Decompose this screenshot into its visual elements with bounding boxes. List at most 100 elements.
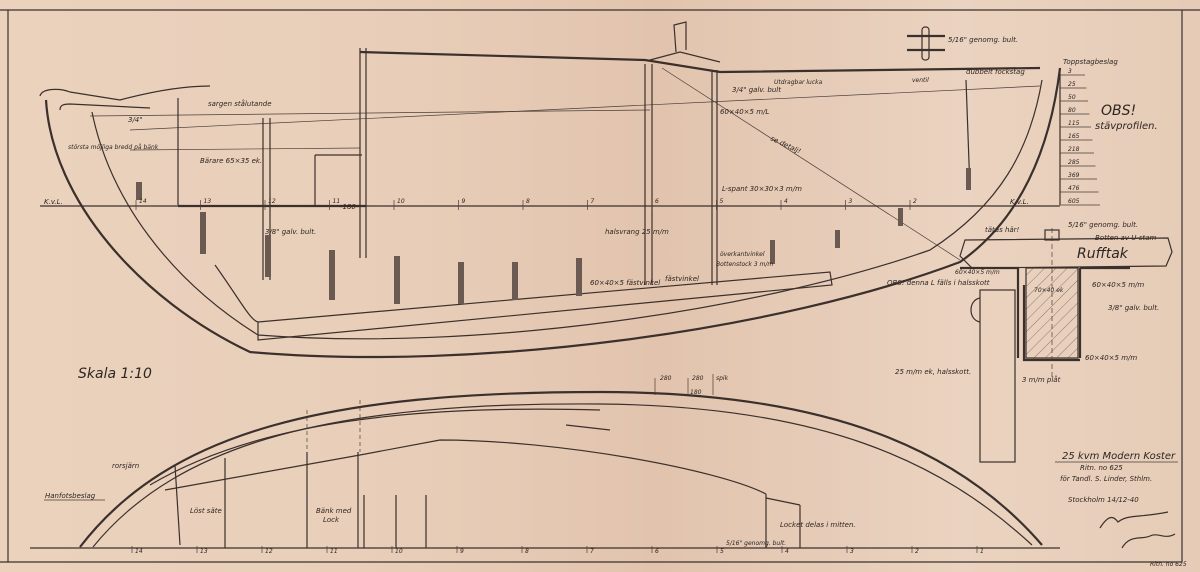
- angle-bottom-note: 60×40×5 m/m: [1085, 354, 1137, 362]
- dimension-280-a: 280: [660, 375, 672, 382]
- stem-offset-value: 369: [1068, 172, 1080, 179]
- dimension-180: -180-: [340, 203, 359, 211]
- seal-note: tätas här!: [985, 226, 1020, 234]
- stem-offset-value: 3: [1068, 68, 1072, 75]
- station-label: 10: [397, 198, 405, 205]
- lwl-label-right: K.v.L.: [1010, 198, 1029, 206]
- plan-station-label: 2: [915, 548, 919, 555]
- bench-width-note: största möjliga bredd på bänk: [68, 144, 159, 151]
- sheet-border: [0, 9, 1200, 563]
- drawing-number: Ritn. no 625: [1080, 464, 1123, 472]
- plan-station-label: 9: [460, 548, 464, 555]
- u-channel-note: Botten av U-stam: [1095, 234, 1157, 242]
- plate-note: 3 m/m plåt: [1022, 375, 1061, 384]
- forestay-note: dubbelt fockstag: [966, 68, 1025, 76]
- galv-bolt-note: 3/8" galv. bult.: [1108, 304, 1159, 312]
- plan-station-label: 7: [590, 548, 594, 555]
- plan-station-label: 5: [720, 548, 724, 555]
- angle-right-note: 60×40×5 m/m: [1092, 281, 1144, 289]
- fastvinkel-note-2: fästvinkel: [665, 275, 699, 283]
- dimension-280-b: 280: [692, 375, 704, 382]
- ventil-note: ventil: [912, 77, 929, 84]
- plan-station-label: 10: [395, 548, 403, 555]
- place-date: Stockholm 14/12-40: [1068, 496, 1139, 504]
- sheer-note: sargen stålutande: [208, 99, 272, 108]
- angle-note: 60×40×5 m/L: [720, 108, 769, 116]
- title-block: 25 kvm Modern Koster Ritn. no 625 för Ta…: [1055, 451, 1187, 568]
- see-detail-note: se detalj!: [769, 135, 802, 156]
- stem-offset-value: 50: [1068, 94, 1076, 101]
- plan-station-label: 13: [200, 548, 208, 555]
- bench-note-2: Lock: [323, 516, 340, 524]
- drawing-title: 25 kvm Modern Koster: [1062, 451, 1176, 462]
- stem-offset-value: 115: [1068, 120, 1080, 127]
- signature: [1099, 511, 1169, 529]
- plan-station-label: 11: [330, 548, 338, 555]
- oak-label: 70×40 ek: [1034, 287, 1064, 294]
- plan-station-label: 3: [850, 548, 854, 555]
- stem-offset-lines: 3 25 50 80 115 165 218 285 369 476 605: [1060, 68, 1100, 206]
- footer-drawing-number: Ritn. no 625: [1150, 561, 1187, 568]
- station-label: 7: [591, 198, 595, 205]
- plan-station-label: 1: [980, 548, 984, 555]
- lid-split-note: Locket delas i mitten.: [780, 521, 856, 529]
- dimension-180: 180: [690, 389, 702, 396]
- stem-profile-note: stävprofilen.: [1095, 121, 1158, 132]
- roof-label: Rufftak: [1077, 246, 1129, 262]
- galv-bolt-label: 3/8" galv. bult.: [265, 228, 316, 236]
- roof-section-detail: [959, 228, 1173, 463]
- dimension-spik: spik: [716, 375, 729, 382]
- station-label: 14: [139, 198, 147, 205]
- rudder-iron-note: rorsjärn: [112, 462, 139, 470]
- client-note: för Tandl. S. Linder, Sthlm.: [1060, 475, 1152, 483]
- bottenstock-note: Bottenstock 3 m/m: [716, 261, 773, 268]
- plan-station-label: 8: [525, 548, 529, 555]
- plan-bolt-note: 5/16" genomg. bult.: [726, 540, 786, 547]
- beam-note: Bärare 65×35 ek.: [200, 157, 262, 165]
- hatch-bolt-note: 3/4" galv. bult: [732, 86, 781, 94]
- station-label: 9: [462, 198, 466, 205]
- deck-plan-view: [30, 374, 1060, 549]
- plan-station-label: 14: [135, 548, 143, 555]
- station-label: 11: [333, 198, 341, 205]
- detail-through-bolt: 5/16" genomg. bult.: [1068, 221, 1138, 229]
- plan-station-label: 4: [785, 548, 789, 555]
- loose-seat-note: Löst säte: [190, 507, 222, 515]
- stem-offset-value: 605: [1068, 198, 1080, 205]
- station-label: 13: [204, 198, 212, 205]
- bolt-size-label: 3/4": [128, 116, 143, 124]
- hull-profile: [39, 21, 1062, 359]
- overkant-note: överkantvinkel: [720, 251, 765, 258]
- station-label: 8: [526, 198, 530, 205]
- stem-offset-value: 476: [1068, 185, 1080, 192]
- halsvrang-note: halsvrang 25 m/m: [605, 228, 669, 236]
- hatch-note: Utdragbar lucka: [774, 79, 823, 86]
- station-label: 5: [720, 198, 724, 205]
- signature-2: [1121, 533, 1176, 549]
- obs-angle-note: OBS! denna L fälls i halsskott: [887, 279, 990, 287]
- through-bolt-note: 5/16" genomg. bult.: [948, 36, 1018, 44]
- fastvinkel-note-1: 60×40×5 fästvinkel: [590, 279, 660, 287]
- station-label: 6: [655, 198, 659, 205]
- lwl-label-left: K.v.L.: [44, 198, 63, 206]
- bulkhead-note: 25 m/m ek, halsskott.: [895, 368, 971, 376]
- frame-note: L-spant 30×30×3 m/m: [722, 185, 802, 193]
- stem-offset-value: 165: [1068, 133, 1080, 140]
- small-angle-note: 60×40×5 m/m: [955, 269, 1000, 276]
- stem-offset-value: 285: [1068, 159, 1080, 166]
- plan-station-label: 12: [265, 548, 273, 555]
- station-label: 3: [849, 198, 853, 205]
- stem-offset-value: 25: [1068, 81, 1076, 88]
- scale-label: Skala 1:10: [78, 366, 152, 382]
- stem-offset-value: 80: [1068, 107, 1076, 114]
- bench-note-1: Bänk med: [316, 507, 352, 515]
- station-label: 12: [268, 198, 276, 205]
- through-bolt-symbol: [907, 26, 945, 61]
- station-label: 4: [784, 198, 788, 205]
- topstay-note: Toppstagbeslag: [1063, 58, 1118, 66]
- stem-offset-value: 218: [1068, 146, 1080, 153]
- plan-station-label: 6: [655, 548, 659, 555]
